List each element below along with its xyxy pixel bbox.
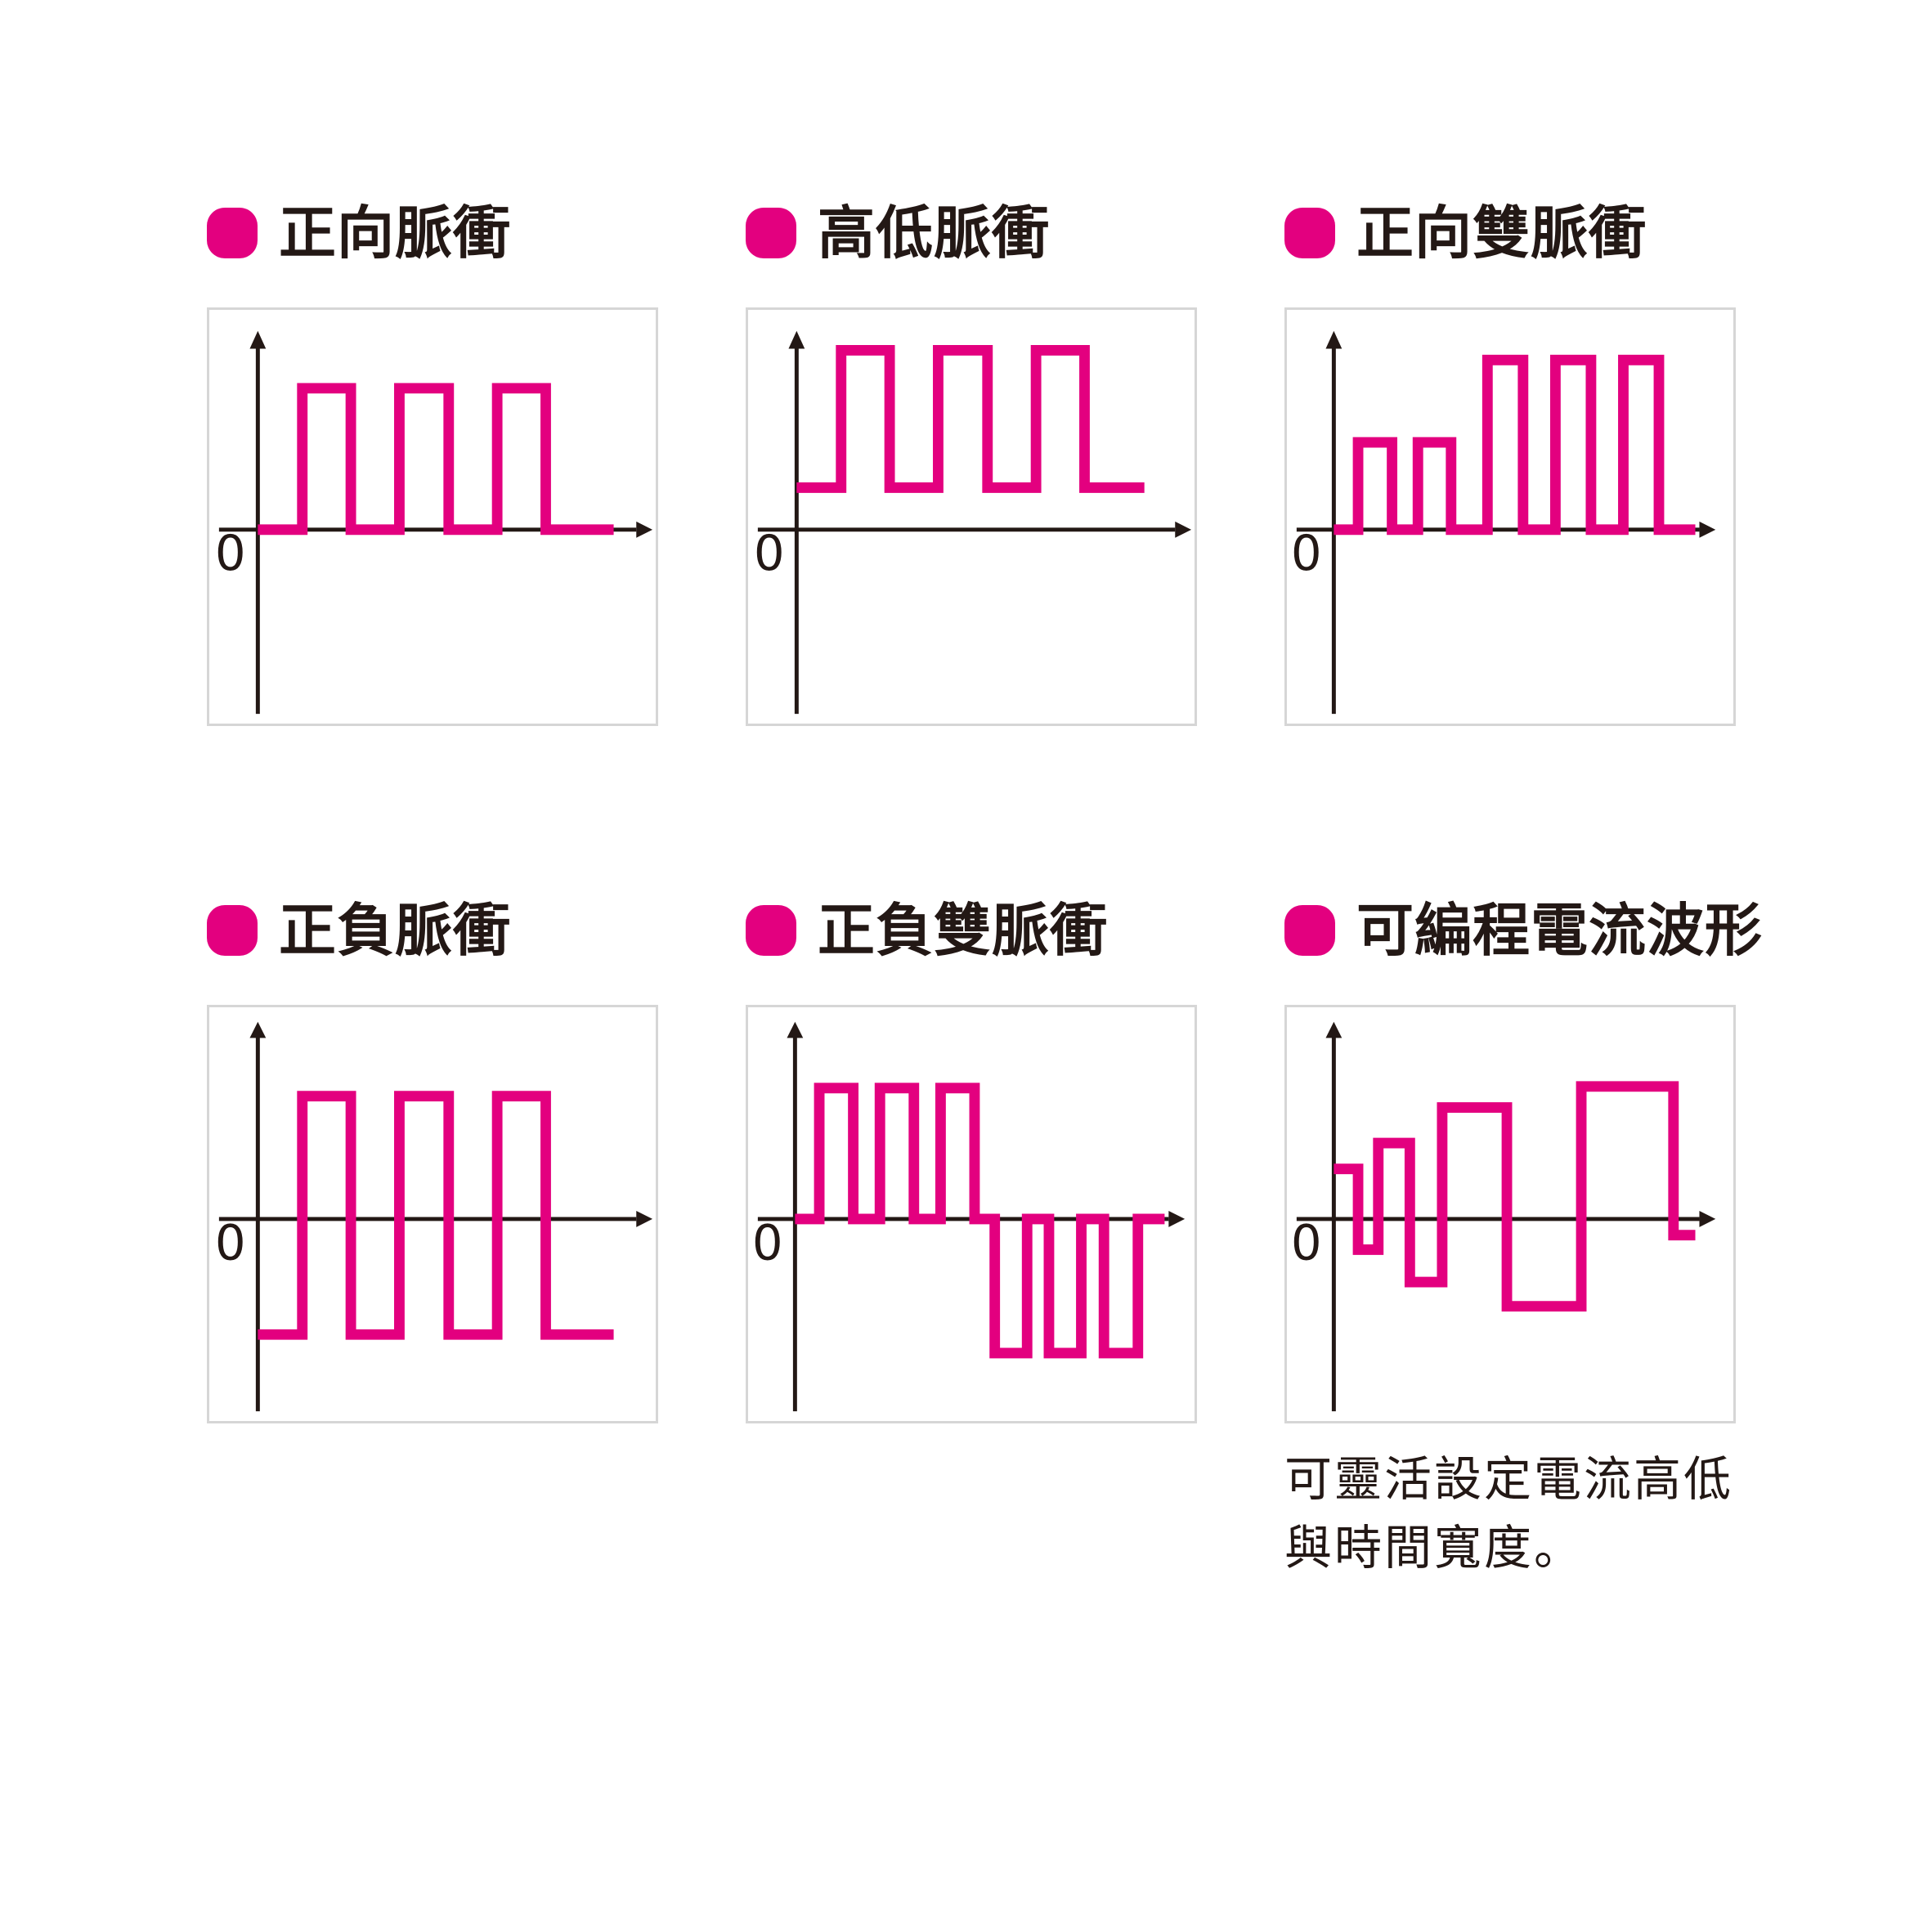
waveform-panel: 0 [746, 1005, 1197, 1423]
waveform-card-grid: 正向脈衝 0 高低脈衝 [207, 188, 1768, 1582]
waveform-chart-forward-pulse: 0 [215, 330, 653, 715]
waveform-row-top: 正向脈衝 0 高低脈衝 [207, 188, 1768, 726]
card-title: 可編程電流波形 [1356, 897, 1763, 964]
card-title: 正負脈衝 [279, 897, 511, 964]
card-title: 正負雙脈衝 [818, 897, 1108, 964]
waveform-panel: 0 [207, 307, 658, 726]
waveform-chart-positive-negative-double-pulse: 0 [752, 1021, 1186, 1412]
waveform-card-forward-double-pulse: 正向雙脈衝 0 [1284, 188, 1736, 726]
bullet-dot-icon [207, 208, 258, 258]
bullet-dot-icon [207, 905, 258, 956]
waveform-card-high-low-pulse: 高低脈衝 0 [746, 188, 1197, 726]
card-title: 高低脈衝 [818, 199, 1050, 267]
card-header: 正向脈衝 [207, 188, 658, 278]
waveform-card-positive-negative-double-pulse: 正負雙脈衝 0 [746, 885, 1197, 1582]
card-header: 高低脈衝 [746, 188, 1197, 278]
waveform-chart-forward-double-pulse: 0 [1291, 330, 1716, 715]
waveform-card-programmable-current-waveform: 可編程電流波形 0 可靈活設定電流高低與時間寬度。 [1284, 885, 1762, 1582]
bullet-dot-icon [1284, 905, 1335, 956]
zero-label: 0 [754, 525, 785, 581]
waveform-panel: 0 [746, 307, 1197, 726]
bullet-dot-icon [1284, 208, 1335, 258]
zero-label: 0 [1291, 525, 1322, 581]
waveform-card-forward-pulse: 正向脈衝 0 [207, 188, 658, 726]
card-header: 正負雙脈衝 [746, 885, 1197, 975]
card-header: 正向雙脈衝 [1284, 188, 1736, 278]
waveform-card-positive-negative-pulse: 正負脈衝 0 [207, 885, 658, 1582]
zero-label: 0 [752, 1214, 783, 1271]
waveform-chart-high-low-pulse: 0 [754, 330, 1192, 715]
waveform-panel: 0 [1284, 307, 1736, 726]
card-title: 正向雙脈衝 [1356, 199, 1647, 267]
waveform-panel: 0 [207, 1005, 658, 1423]
card-title: 正向脈衝 [279, 199, 511, 267]
zero-label: 0 [215, 525, 246, 581]
card-header: 可編程電流波形 [1284, 885, 1762, 975]
zero-label: 0 [215, 1214, 246, 1271]
card-header: 正負脈衝 [207, 885, 658, 975]
waveform-panel: 0 [1284, 1005, 1736, 1423]
bullet-dot-icon [746, 208, 796, 258]
waveform-row-bottom: 正負脈衝 0 正負雙脈衝 [207, 885, 1768, 1582]
bullet-dot-icon [746, 905, 796, 956]
card-caption: 可靈活設定電流高低與時間寬度。 [1284, 1451, 1734, 1576]
waveform-chart-programmable-current-waveform: 0 [1291, 1021, 1716, 1412]
zero-label: 0 [1291, 1214, 1322, 1271]
waveform-chart-positive-negative-pulse: 0 [215, 1021, 653, 1412]
